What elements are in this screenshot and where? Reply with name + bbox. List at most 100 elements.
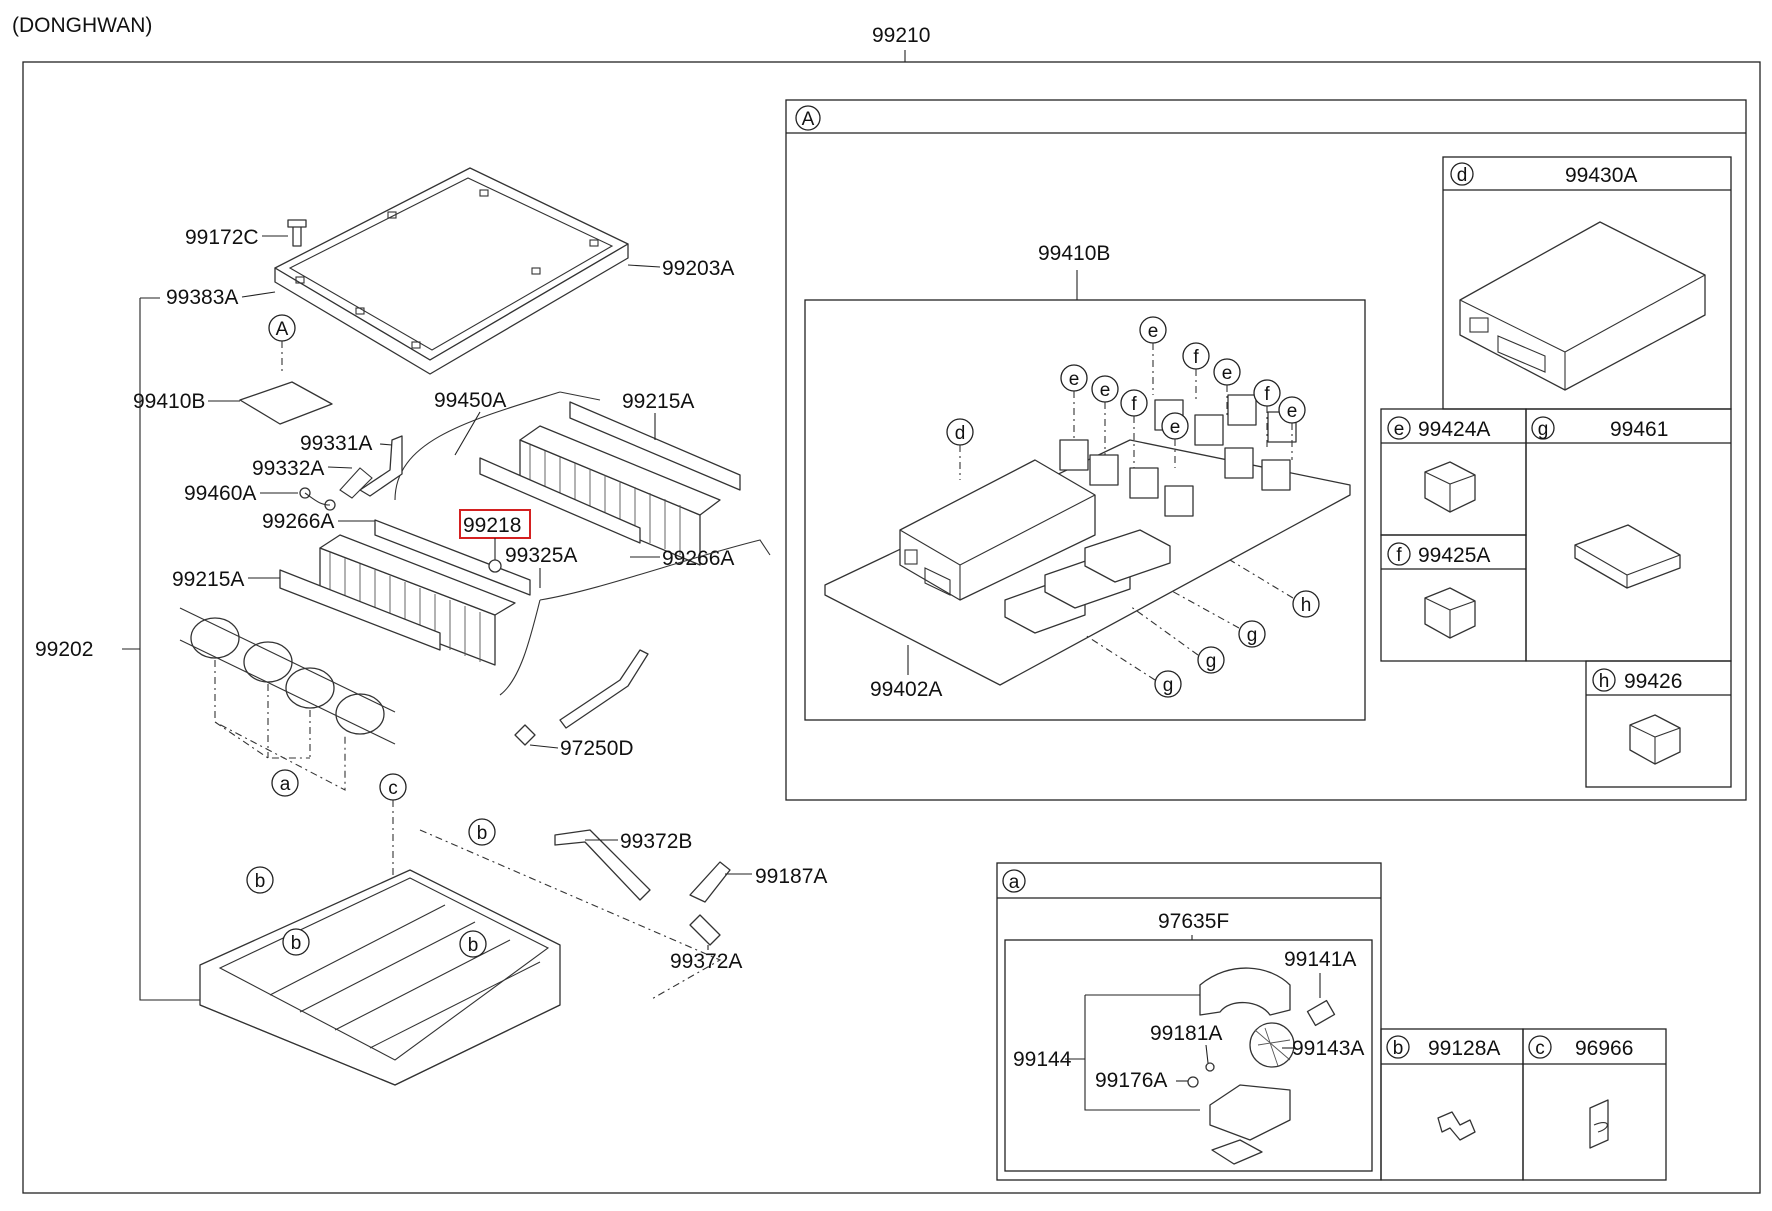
hose-99372B <box>554 829 651 901</box>
svg-text:g: g <box>1247 625 1258 646</box>
svg-text:b: b <box>468 935 479 956</box>
svg-text:f: f <box>1193 347 1199 368</box>
bracket-b-icon <box>1437 1111 1476 1141</box>
part-99332A[interactable]: 99332A <box>252 457 324 480</box>
part-99372A[interactable]: 99372A <box>670 950 742 973</box>
part-99176A[interactable]: 99176A <box>1095 1069 1167 1092</box>
part-99372B[interactable]: 99372B <box>620 830 692 853</box>
part-99266A-right[interactable]: 99266A <box>662 547 734 570</box>
svg-text:g: g <box>1538 419 1549 440</box>
part-99203A[interactable]: 99203A <box>662 257 734 280</box>
detail-A-box <box>785 99 1747 801</box>
svg-text:b: b <box>477 823 488 844</box>
part-99266A-left[interactable]: 99266A <box>262 510 334 533</box>
base-tray <box>199 829 722 1086</box>
part-99430A[interactable]: 99430A <box>1565 164 1637 187</box>
part-99141A[interactable]: 99141A <box>1284 948 1356 971</box>
part-99143A[interactable]: 99143A <box>1292 1037 1364 1060</box>
top-cover <box>274 167 629 375</box>
part-96966[interactable]: 96966 <box>1575 1037 1633 1060</box>
svg-text:f: f <box>1396 545 1402 566</box>
clamp-99187A <box>689 861 731 946</box>
detail-c-box <box>1522 1028 1667 1181</box>
blower-fan-icon <box>1187 967 1336 1165</box>
board-thumbnail <box>239 381 333 425</box>
svg-text:g: g <box>1206 651 1217 672</box>
rail-99266A-right <box>479 457 641 544</box>
rail-99215A-lower <box>279 569 441 651</box>
part-99450A[interactable]: 99450A <box>434 389 506 412</box>
callout-e-header <box>1387 416 1411 440</box>
detail-a-box <box>996 862 1382 1181</box>
part-99215A-top[interactable]: 99215A <box>622 390 694 413</box>
callout-b-4 <box>459 930 487 958</box>
callout-A-left-text: A <box>276 319 289 340</box>
heater-lower <box>279 534 516 666</box>
svg-text:h: h <box>1599 671 1610 692</box>
relay-h-icon <box>1629 714 1681 765</box>
pipe-99331A <box>359 435 403 497</box>
part-99181A[interactable]: 99181A <box>1150 1022 1222 1045</box>
fan-group <box>179 607 396 745</box>
board-detail-box <box>804 299 1366 721</box>
svg-text:A: A <box>802 109 815 130</box>
part-99187A[interactable]: 99187A <box>755 865 827 888</box>
part-99426[interactable]: 99426 <box>1624 670 1682 693</box>
callout-a-left <box>271 769 299 797</box>
part-99202[interactable]: 99202 <box>35 638 93 661</box>
resistor-g-icon <box>1574 524 1681 589</box>
callout-b-1 <box>246 866 274 894</box>
svg-text:f: f <box>1264 384 1270 405</box>
callout-h-board <box>1292 590 1320 618</box>
part-99402A[interactable]: 99402A <box>870 678 942 701</box>
part-99144[interactable]: 99144 <box>1013 1048 1072 1071</box>
heater-upper <box>479 401 741 566</box>
part-99461[interactable]: 99461 <box>1610 418 1668 441</box>
hose-right <box>539 539 771 601</box>
callout-a-header <box>1002 869 1026 893</box>
part-99410B-detail[interactable]: 99410B <box>1038 242 1110 265</box>
part-99424A[interactable]: 99424A <box>1418 418 1490 441</box>
part-99410B-left[interactable]: 99410B <box>133 390 205 413</box>
svg-text:b: b <box>1393 1038 1404 1059</box>
callout-g-3 <box>1154 670 1182 698</box>
relay-f-icon <box>1424 587 1476 639</box>
svg-text:c: c <box>388 778 398 799</box>
part-99325A[interactable]: 99325A <box>505 544 577 567</box>
part-99128A[interactable]: 99128A <box>1428 1037 1500 1060</box>
part-99425A[interactable]: 99425A <box>1418 544 1490 567</box>
callout-f-header <box>1387 542 1411 566</box>
svg-text:c: c <box>1535 1038 1545 1059</box>
part-99460A[interactable]: 99460A <box>184 482 256 505</box>
callout-g-header <box>1531 416 1555 440</box>
fan-callout-lines <box>214 660 346 791</box>
rail-99266A-left <box>374 519 531 596</box>
part-97250D[interactable]: 97250D <box>560 737 634 760</box>
callout-d-header <box>1450 162 1474 186</box>
svg-text:d: d <box>955 423 966 444</box>
part-99172C[interactable]: 99172C <box>185 226 259 249</box>
detail-f-box <box>1380 534 1527 662</box>
svg-text:e: e <box>1394 419 1405 440</box>
callout-b-2 <box>468 818 496 846</box>
pipe-99332A <box>339 467 373 499</box>
relay-row-g <box>1004 529 1171 634</box>
relay-e-icon <box>1424 461 1476 513</box>
part-99383A[interactable]: 99383A <box>166 286 238 309</box>
part-99215A-left[interactable]: 99215A <box>172 568 244 591</box>
callout-a-left-text: a <box>280 774 291 795</box>
detail-h-box <box>1585 660 1732 788</box>
controller-module <box>899 459 1096 601</box>
rail-99215A-top <box>569 401 741 491</box>
svg-text:a: a <box>1009 872 1020 893</box>
callout-b-3 <box>282 928 310 956</box>
part-97635F[interactable]: 97635F <box>1158 910 1229 933</box>
tray-mount-dash <box>419 829 722 1001</box>
callout-c-header <box>1528 1035 1552 1059</box>
part-99218[interactable]: 99218 <box>463 514 521 537</box>
svg-text:e: e <box>1100 380 1111 401</box>
svg-text:e: e <box>1069 369 1080 390</box>
part-99331A[interactable]: 99331A <box>300 432 372 455</box>
